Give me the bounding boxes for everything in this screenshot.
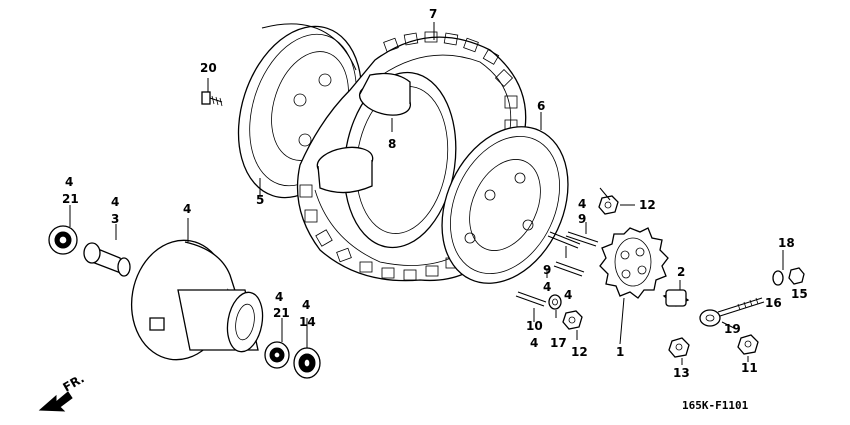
label-6: 6 [537,99,545,113]
front-direction-arrow: FR. [38,371,87,412]
bearing-right [264,341,290,369]
label-3: 3 [111,212,119,226]
flange-nut [562,310,583,330]
label-8: 8 [388,137,396,151]
bearing-left [48,225,78,255]
label-9: 9 [543,263,551,277]
nut [668,337,690,358]
stud-bolt [515,291,547,307]
label-7: 7 [429,7,437,21]
label-19: 19 [724,322,741,336]
label-10: 10 [526,319,543,333]
tube-sleeve [316,72,412,194]
label-12: 12 [639,198,656,212]
nut [737,334,759,355]
label-4: 4 [530,336,538,350]
chain-adjuster [699,297,765,327]
label-11: 11 [741,361,758,375]
stud-bolts [547,231,599,277]
label-20: 20 [200,61,217,75]
label-4: 4 [578,197,586,211]
lock-nut [788,267,805,285]
direction-label: FR. [61,371,87,394]
label-4: 4 [111,195,119,209]
label-21: 21 [62,192,79,206]
label-4: 4 [183,202,191,216]
label-9: 9 [578,212,586,226]
label-4: 4 [543,280,551,294]
plain-washer [772,270,784,286]
label-16: 16 [765,296,782,310]
label-13: 13 [673,366,690,380]
washer [548,294,562,310]
label-14: 14 [299,315,316,329]
label-17: 17 [550,336,567,350]
leader-lines [69,22,784,365]
wheel-half-right [441,126,569,284]
diagram-code: 165K-F1101 [682,399,749,412]
label-5: 5 [256,193,264,207]
flange-nut [598,195,619,215]
label-4: 4 [65,175,73,189]
label-4: 4 [302,298,310,312]
label-18: 18 [778,236,795,250]
label-15: 15 [791,287,808,301]
label-21: 21 [273,306,290,320]
label-12: 12 [571,345,588,359]
sprocket-collar [662,289,690,307]
label-2: 2 [677,265,685,279]
label-4: 4 [275,290,283,304]
dust-seal [293,347,321,379]
drive-sprocket [599,227,669,299]
callout-labels: 7 20 8 6 5 4 21 4 3 4 4 9 12 9 4 4 2 18 … [62,7,808,380]
wheel-hub [130,239,264,361]
bolt [201,91,223,107]
distance-collar [83,242,131,277]
label-1: 1 [616,345,624,359]
label-4: 4 [564,288,572,302]
